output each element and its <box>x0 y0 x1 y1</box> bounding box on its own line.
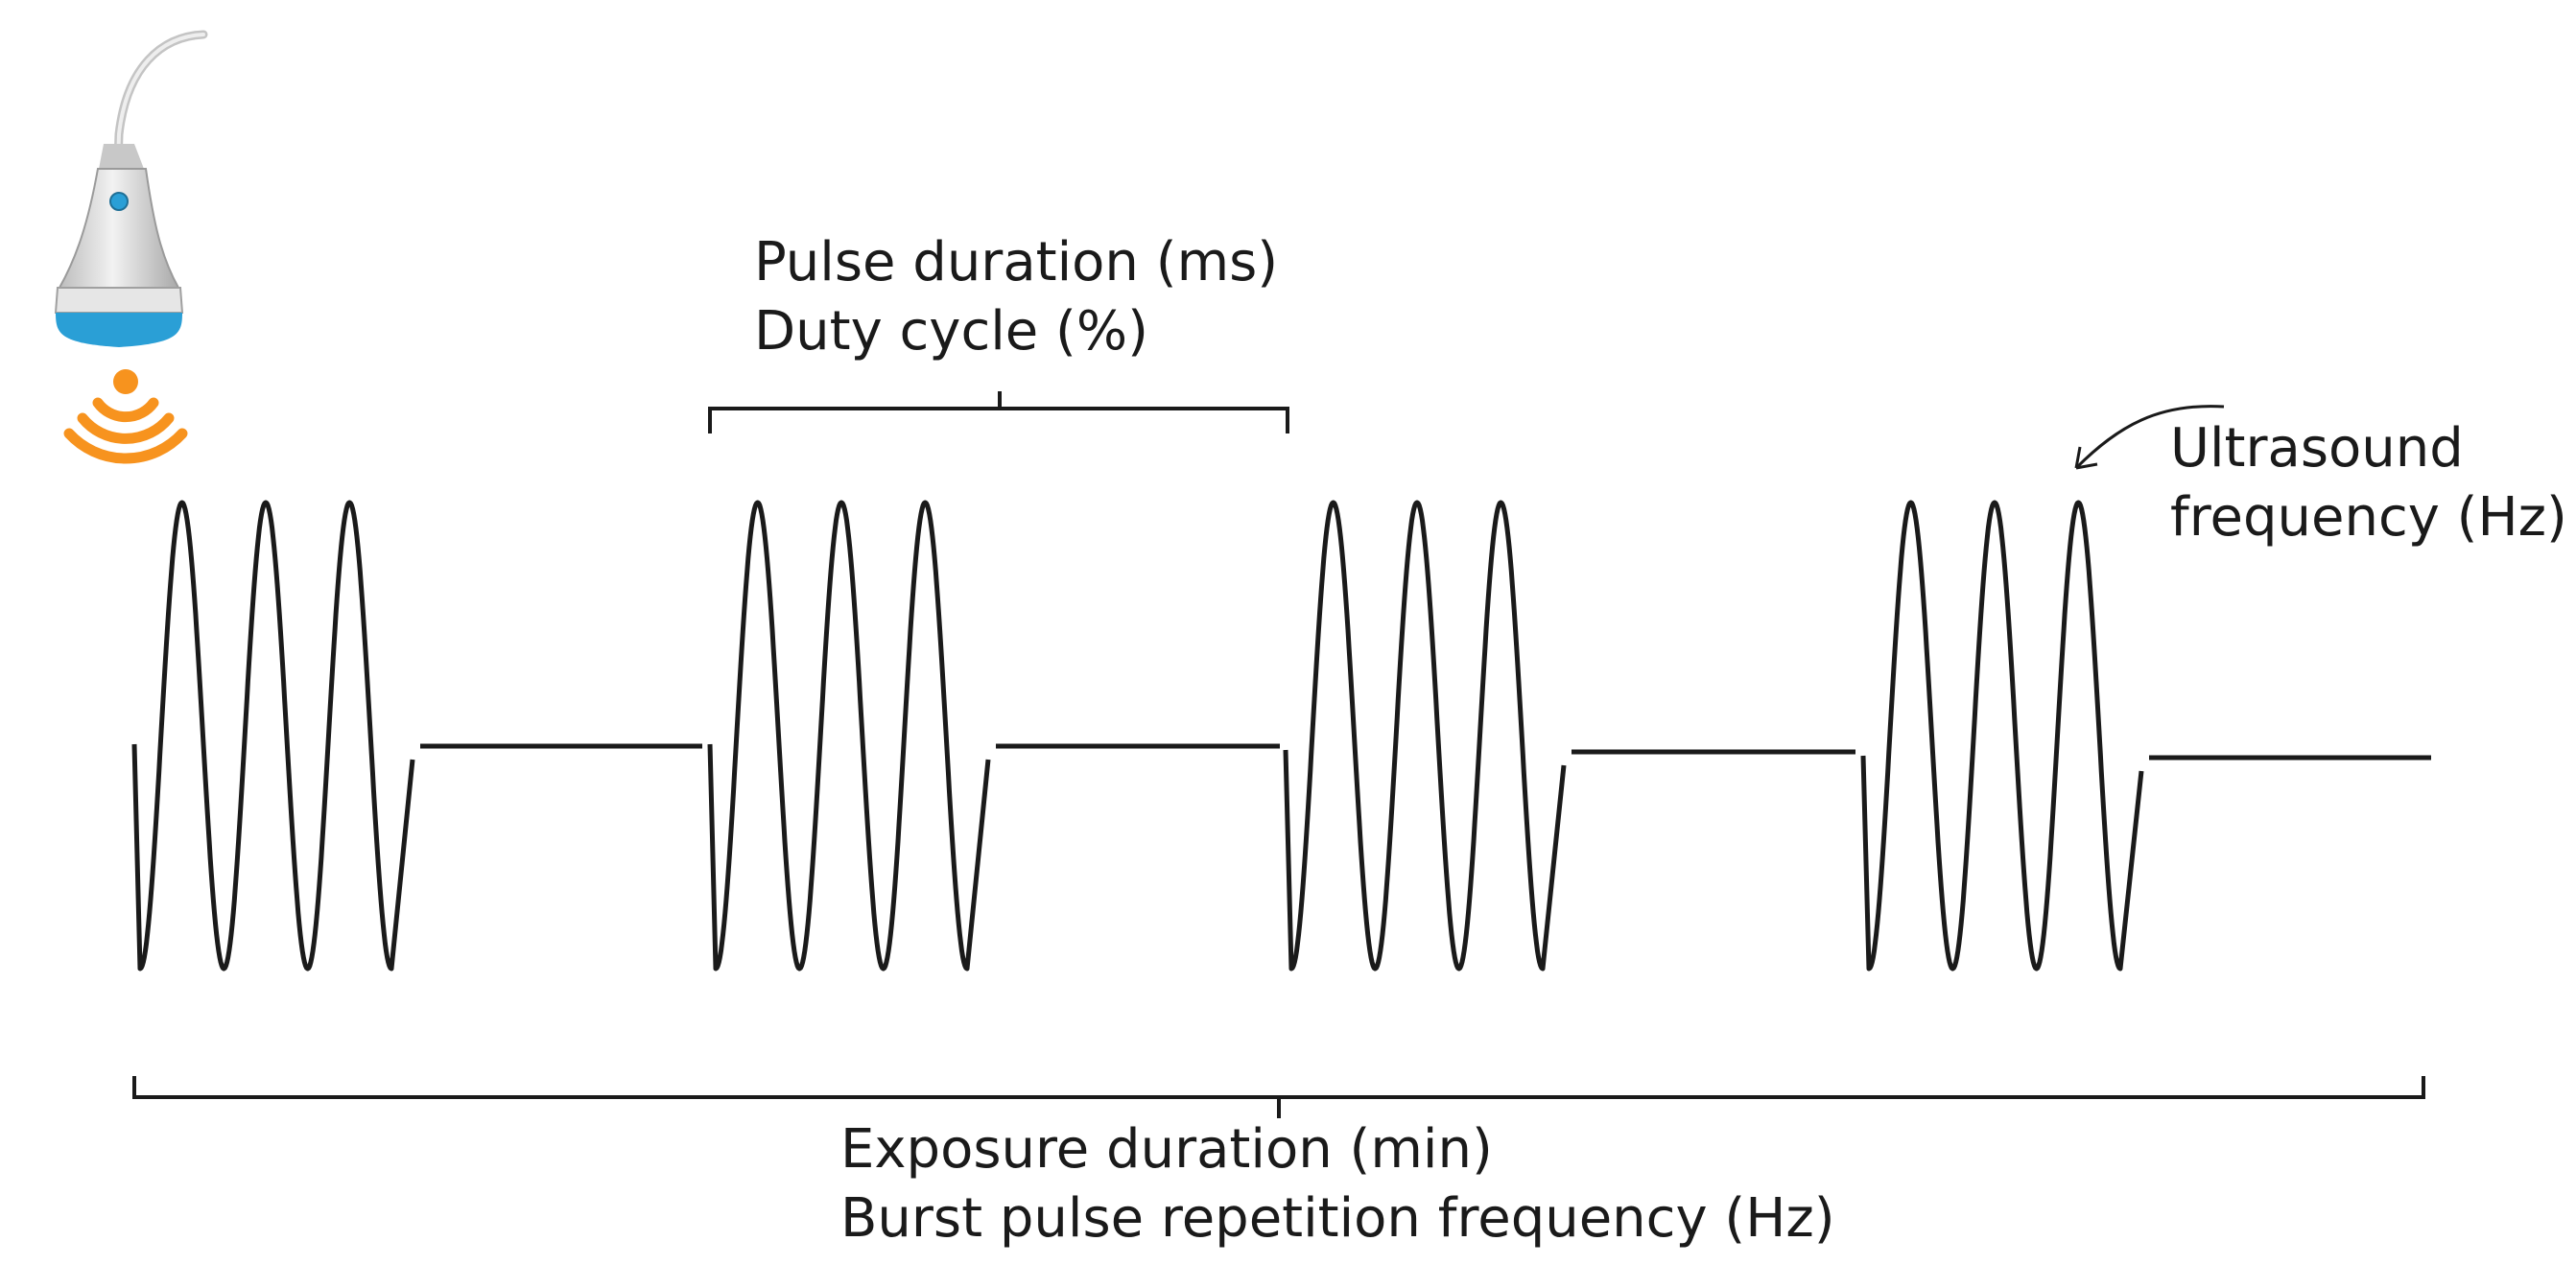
pulse-burst-1 <box>131 500 415 972</box>
ultrasound-emission-icon <box>63 369 188 464</box>
pulse-waveform <box>131 500 2431 972</box>
ultrasound-frequency-arrow <box>2074 405 2225 470</box>
exposure-duration-bracket <box>132 1076 2425 1118</box>
ultrasound-frequency-label-line2: frequency (Hz) <box>2170 486 2567 549</box>
pulse-duration-label: Pulse duration (ms) <box>754 231 1279 293</box>
pulse-burst-4 <box>1860 500 2144 972</box>
duty-cycle-label: Duty cycle (%) <box>754 300 1148 363</box>
ultrasound-frequency-label-group: Ultrasound frequency (Hz) <box>2170 414 2567 552</box>
ultrasound-transducer-icon <box>54 30 208 347</box>
pulse-burst-3 <box>1283 500 1567 972</box>
exposure-duration-label: Exposure duration (min) <box>840 1118 1493 1181</box>
pulse-label-group: Pulse duration (ms) Duty cycle (%) <box>754 228 1278 366</box>
burst-prf-label: Burst pulse repetition frequency (Hz) <box>840 1187 1835 1250</box>
exposure-label-group: Exposure duration (min) Burst pulse repe… <box>840 1115 1835 1253</box>
pulse-duration-bracket <box>708 391 1289 433</box>
ultrasound-frequency-label-line1: Ultrasound <box>2170 417 2464 480</box>
pulse-burst-2 <box>707 500 991 972</box>
